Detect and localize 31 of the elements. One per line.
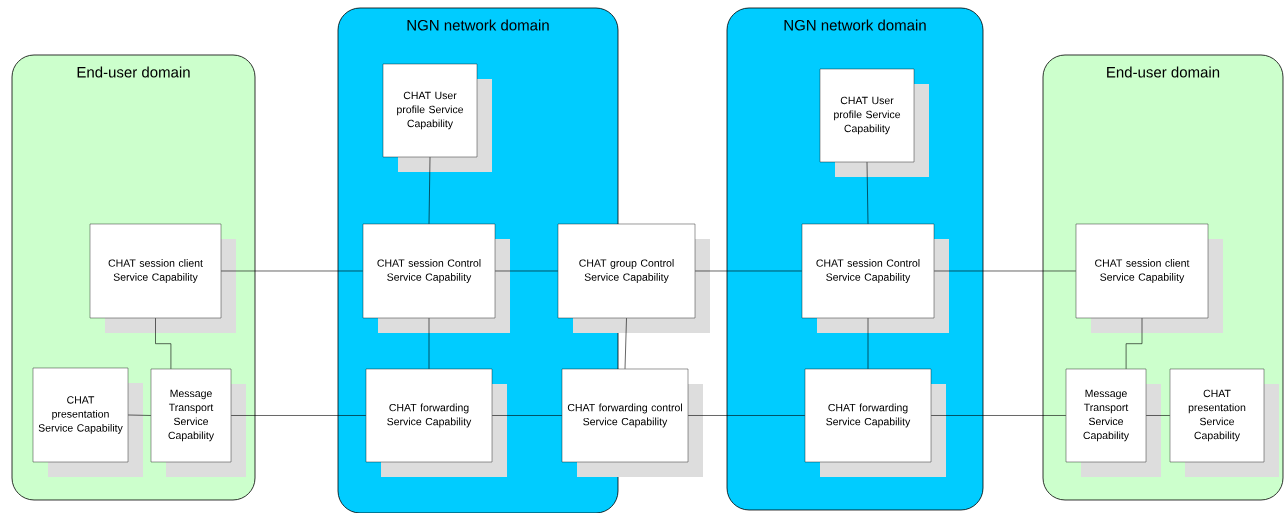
capability-box: CHAT forwarding control Service Capability — [561, 368, 703, 477]
capability-box: CHAT session client Service Capability — [1075, 223, 1223, 333]
connector-line — [1125, 317, 1143, 370]
capability-box: CHAT User profile Service Capability — [819, 68, 929, 177]
capability-box: CHAT session Control Service Capability — [362, 223, 510, 333]
capability-box: CHAT presentation Service Capability — [32, 367, 143, 477]
capability-box: CHAT session Control Service Capability — [801, 223, 949, 333]
connector-line — [155, 317, 172, 370]
connector-line — [694, 270, 803, 272]
connector-line — [428, 156, 431, 225]
capability-box: CHAT User profile Service Capability — [382, 63, 492, 172]
connector-line — [494, 270, 559, 272]
capability-box: CHAT forwarding Service Capability — [365, 368, 507, 477]
capability-box: Message Transport Service Capability — [1065, 368, 1161, 477]
connector-line — [491, 415, 563, 416]
connector-line — [127, 414, 152, 416]
connector-line — [624, 317, 627, 370]
connector-line — [428, 317, 430, 370]
connector-line — [867, 317, 869, 370]
capability-box: CHAT forwarding Service Capability — [804, 368, 946, 477]
capability-box: CHAT group Control Service Capability — [557, 223, 710, 333]
connector-line — [933, 270, 1077, 272]
connector-line — [230, 415, 367, 416]
connector-line — [687, 415, 806, 416]
connector-line — [866, 161, 869, 225]
capability-box: Message Transport Service Capability — [150, 368, 246, 477]
connector-line — [220, 270, 364, 272]
connector-line — [1145, 415, 1171, 416]
capability-box: CHAT session client Service Capability — [89, 223, 236, 333]
capability-box: CHAT presentation Service Capability — [1169, 368, 1279, 477]
connector-line — [930, 415, 1067, 416]
